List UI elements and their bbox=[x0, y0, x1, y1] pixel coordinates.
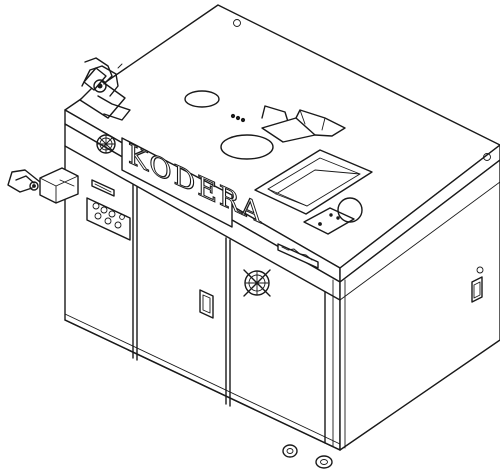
base-line bbox=[64, 319, 341, 451]
top-clamp-assembly bbox=[79, 57, 131, 121]
top-round-opening-small bbox=[184, 90, 220, 108]
top-dot bbox=[240, 117, 246, 123]
caster-front bbox=[282, 444, 298, 458]
connector-panel bbox=[86, 197, 131, 241]
side-clamp-bracket bbox=[7, 167, 79, 204]
door-handle-right bbox=[471, 276, 483, 303]
control-plate bbox=[303, 207, 355, 235]
side-keyhole bbox=[476, 266, 484, 274]
top-wire-holder bbox=[261, 105, 346, 143]
caster-corner bbox=[315, 455, 333, 469]
corner-hole bbox=[483, 153, 491, 161]
right-side-face bbox=[339, 159, 500, 451]
corner-hole bbox=[233, 19, 241, 27]
top-round-opening-large bbox=[220, 134, 274, 160]
fan-icon bbox=[96, 134, 116, 154]
top-right-rim bbox=[339, 144, 500, 283]
serial-port bbox=[91, 179, 115, 197]
top-dot bbox=[230, 113, 236, 119]
cross-vent-icon bbox=[243, 269, 271, 297]
top-dot bbox=[235, 115, 241, 121]
door-handle-center bbox=[199, 289, 214, 319]
fascia-label bbox=[277, 243, 319, 269]
front-fascia bbox=[64, 145, 341, 301]
top-basin bbox=[254, 149, 373, 215]
basin-round-opening bbox=[337, 197, 363, 223]
